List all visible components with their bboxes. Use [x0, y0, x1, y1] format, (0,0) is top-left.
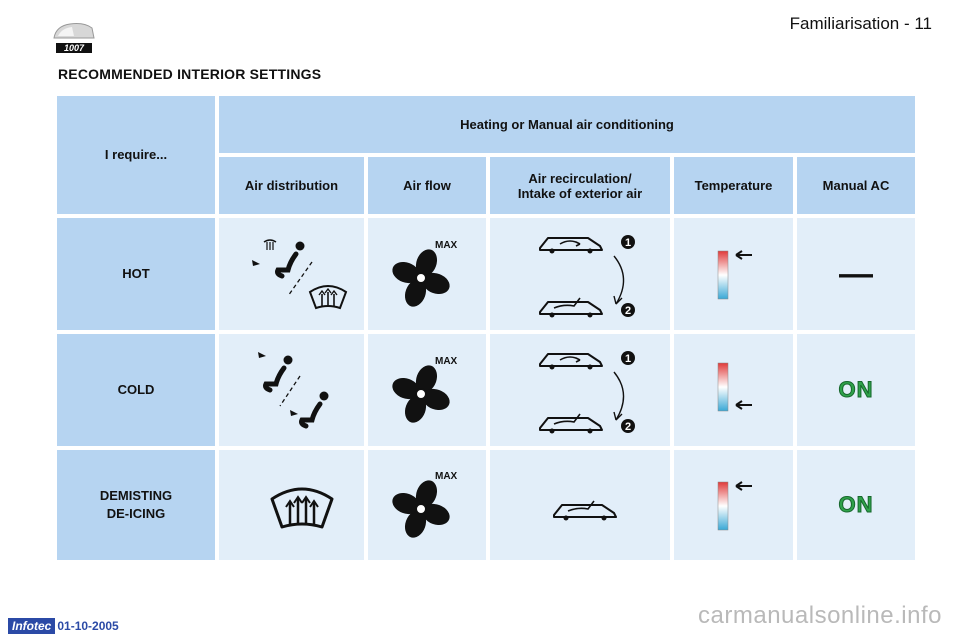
- col-temperature: Temperature: [674, 157, 793, 214]
- fan-max-icon: MAX: [392, 356, 458, 423]
- col-air-distribution: Air distribution: [219, 157, 364, 214]
- step-2-badge: 2: [625, 421, 631, 433]
- row-label-demisting-line1: DEMISTING: [99, 488, 173, 503]
- manual-ac-on-label: ON: [838, 492, 874, 518]
- car-exterior-air-icon: [553, 500, 617, 521]
- step-2-badge: 2: [625, 305, 631, 317]
- cold-air-distribution: [219, 334, 364, 446]
- page-header: Familiarisation - 11: [789, 14, 932, 33]
- temperature-hot-icon: [717, 481, 752, 531]
- fan-max-label: MAX: [435, 356, 458, 367]
- manual-ac-on-label: ON: [838, 377, 874, 403]
- demisting-manual-ac: ON: [797, 450, 915, 560]
- temperature-cold-icon: [717, 362, 752, 412]
- cold-temperature: [674, 334, 793, 446]
- manual-ac-off-dash: —: [839, 254, 873, 293]
- car-recirculation-icon: [539, 237, 603, 254]
- fan-max-icon: MAX: [392, 240, 458, 307]
- watermark: carmanualsonline.info: [698, 602, 942, 629]
- col-air-flow: Air flow: [368, 157, 486, 214]
- recirculation-sequence-icon: 1 2: [539, 235, 635, 318]
- fan-max-icon: MAX: [392, 471, 458, 538]
- car-exterior-air-icon: [539, 297, 603, 318]
- temperature-hot-icon: [717, 250, 752, 300]
- windscreen-defrost-icon: [270, 487, 333, 529]
- step-1-badge: 1: [625, 353, 631, 365]
- step-1-badge: 1: [625, 237, 631, 249]
- seat-occupant-face-icon: [257, 352, 292, 393]
- distribution-face-icon: [257, 352, 328, 429]
- fan-max-label: MAX: [435, 471, 458, 482]
- hot-air-distribution: [219, 218, 364, 330]
- demisting-air-flow: MAX: [368, 450, 486, 560]
- col-air-recirculation-line2: Intake of exterior air: [517, 185, 643, 201]
- group-header: Heating or Manual air conditioning: [219, 96, 915, 153]
- windscreen-vent-icon: [263, 239, 276, 250]
- windscreen-defrost-icon: [308, 285, 347, 310]
- demisting-air-distribution: [219, 450, 364, 560]
- cold-air-flow: MAX: [368, 334, 486, 446]
- logo-model-text: 1007: [64, 43, 85, 53]
- car-recirculation-icon: [539, 353, 603, 370]
- seat-occupant-face-icon: [251, 241, 304, 279]
- seat-occupant-face-icon: [289, 391, 328, 429]
- col-air-recirculation-line1: Air recirculation/: [528, 170, 632, 186]
- distribution-windscreen-and-face-icon: [251, 239, 347, 310]
- hot-recirculation: 1 2: [490, 218, 670, 330]
- hot-temperature: [674, 218, 793, 330]
- footer: Infotec 01-10-2005: [8, 618, 119, 634]
- infotec-brand: Infotec: [8, 618, 56, 634]
- row-label-cold: COLD: [57, 334, 215, 446]
- col-manual-ac: Manual AC: [797, 157, 915, 214]
- distribution-windscreen-icon: [270, 487, 333, 529]
- demisting-temperature: [674, 450, 793, 560]
- hot-air-flow: MAX: [368, 218, 486, 330]
- cold-manual-ac: ON: [797, 334, 915, 446]
- fan-max-label: MAX: [435, 240, 458, 251]
- peugeot-1007-logo-icon: 1007: [53, 23, 95, 53]
- row-label-hot: HOT: [57, 218, 215, 330]
- row-label-demisting-line2: DE-ICING: [106, 506, 166, 521]
- demisting-recirculation: [490, 450, 670, 560]
- recirculation-sequence-icon: 1 2: [539, 351, 635, 434]
- col-air-recirculation: Air recirculation/ Intake of exterior ai…: [490, 157, 670, 214]
- hot-manual-ac: —: [797, 218, 915, 330]
- cold-recirculation: 1 2: [490, 334, 670, 446]
- settings-table: I require... Heating or Manual air condi…: [57, 96, 915, 560]
- footer-date: 01-10-2005: [57, 619, 119, 633]
- row-label-demisting: DEMISTING DE-ICING: [57, 450, 215, 560]
- corner-label: I require...: [57, 96, 215, 214]
- car-exterior-air-icon: [539, 413, 603, 434]
- section-title: RECOMMENDED INTERIOR SETTINGS: [58, 66, 322, 82]
